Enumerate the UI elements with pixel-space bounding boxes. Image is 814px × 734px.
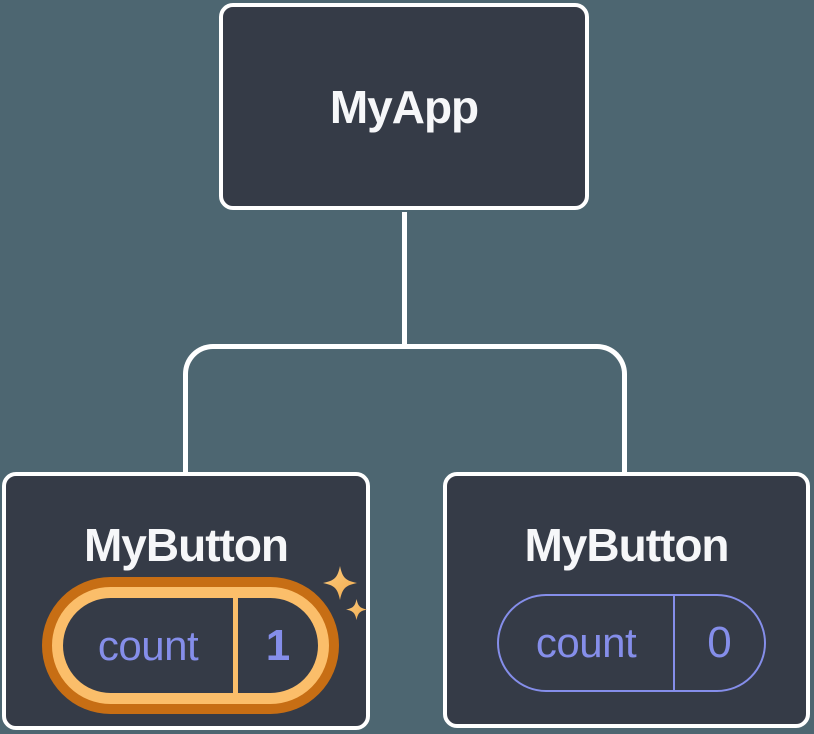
node-mybutton-right: MyButton count 0 — [443, 472, 810, 728]
tree-connector-stem — [402, 212, 407, 349]
state-pill-divider — [673, 596, 675, 690]
node-mybutton-left-label: MyButton — [83, 519, 289, 571]
state-pill-divider — [233, 598, 238, 693]
state-pill-highlighted: count 1 — [42, 577, 339, 714]
state-pill: count 0 — [497, 594, 766, 692]
state-value: 1 — [265, 620, 291, 670]
state-key-label: count — [535, 619, 637, 666]
state-value: 0 — [707, 618, 732, 667]
sparkle-icon — [323, 566, 368, 621]
node-myapp-label: MyApp — [329, 80, 479, 133]
node-mybutton-right-label: MyButton — [524, 519, 729, 571]
tree-connector-branch — [183, 344, 627, 474]
sparkle-icon-large — [323, 566, 357, 600]
state-key-label: count — [97, 621, 199, 669]
node-myapp: MyApp — [219, 3, 589, 210]
node-mybutton-left: MyButton count 1 — [2, 472, 370, 730]
sparkle-icon-small — [346, 599, 368, 621]
